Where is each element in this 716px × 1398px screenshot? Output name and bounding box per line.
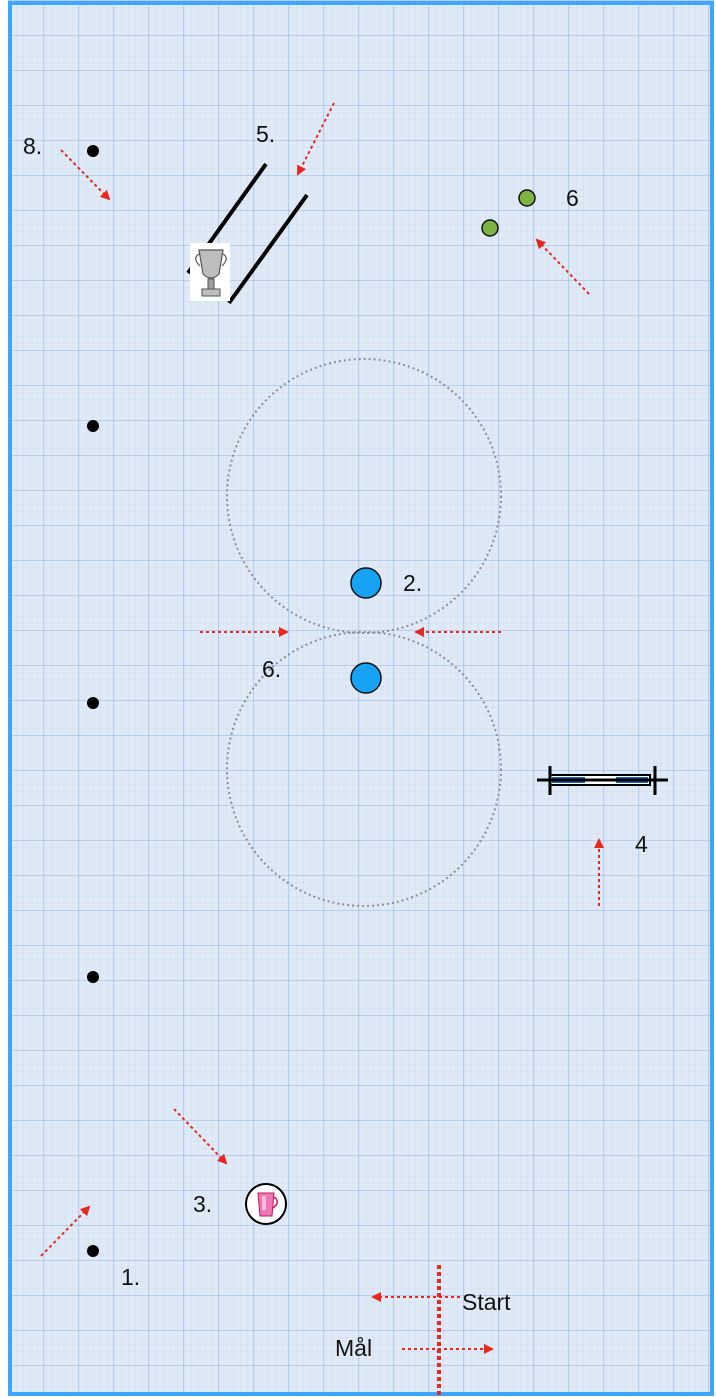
label-station-3: 3. bbox=[193, 1191, 212, 1217]
marker-dot bbox=[87, 145, 99, 157]
label-station-5: 5. bbox=[256, 121, 275, 147]
jug-icon bbox=[245, 1183, 287, 1225]
arrows bbox=[40, 102, 604, 1354]
label-station-1: 1. bbox=[121, 1264, 140, 1290]
marker-dot bbox=[87, 420, 99, 432]
label-station-2: 2. bbox=[403, 570, 422, 596]
arrow-station-6-top bbox=[535, 238, 590, 295]
label-station-4: 4 bbox=[635, 831, 648, 857]
corridor-pole-right bbox=[227, 193, 309, 305]
label-station-8: 8. bbox=[23, 133, 42, 159]
arena-border bbox=[8, 1, 714, 1396]
label-station-6-top: 6 bbox=[566, 185, 579, 211]
trophy-icon bbox=[190, 243, 230, 301]
jump-obstacle bbox=[537, 766, 668, 795]
grid-lines bbox=[8, 0, 714, 1396]
label-finish: Mål bbox=[335, 1335, 372, 1361]
blue-cone-2 bbox=[350, 567, 382, 599]
arrow-station-5 bbox=[297, 102, 335, 176]
arrow-station-3 bbox=[173, 1108, 228, 1165]
green-cone bbox=[518, 189, 536, 207]
label-station-6-middle: 6. bbox=[262, 656, 281, 682]
blue-cone-6 bbox=[350, 662, 382, 694]
dotted-circle-lower bbox=[226, 631, 502, 907]
green-cone bbox=[481, 219, 499, 237]
label-start: Start bbox=[462, 1289, 511, 1315]
marker-dot bbox=[87, 1245, 99, 1257]
marker-dot bbox=[87, 971, 99, 983]
marker-dot bbox=[87, 697, 99, 709]
